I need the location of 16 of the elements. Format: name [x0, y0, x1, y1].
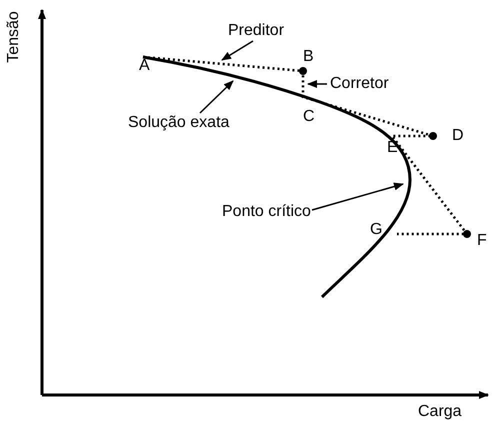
leader-arrow [221, 40, 254, 61]
leader-arrow [199, 80, 234, 114]
point-label: G [370, 221, 382, 239]
leader-arrow [307, 80, 327, 88]
point-label: F [477, 232, 487, 250]
point-label: C [303, 108, 315, 126]
axis-title: Carga [418, 403, 462, 421]
leader-arrow [312, 182, 404, 211]
point-label: D [452, 127, 464, 145]
annotation-text: Corretor [330, 75, 389, 93]
axis-title: Tensão [4, 11, 23, 63]
annotation-text: Solução exata [128, 114, 230, 132]
annotation-text: Preditor [228, 22, 284, 40]
annotation-text: Ponto crítico [222, 203, 311, 221]
point-label: B [303, 48, 314, 66]
point-label: A [139, 57, 150, 75]
